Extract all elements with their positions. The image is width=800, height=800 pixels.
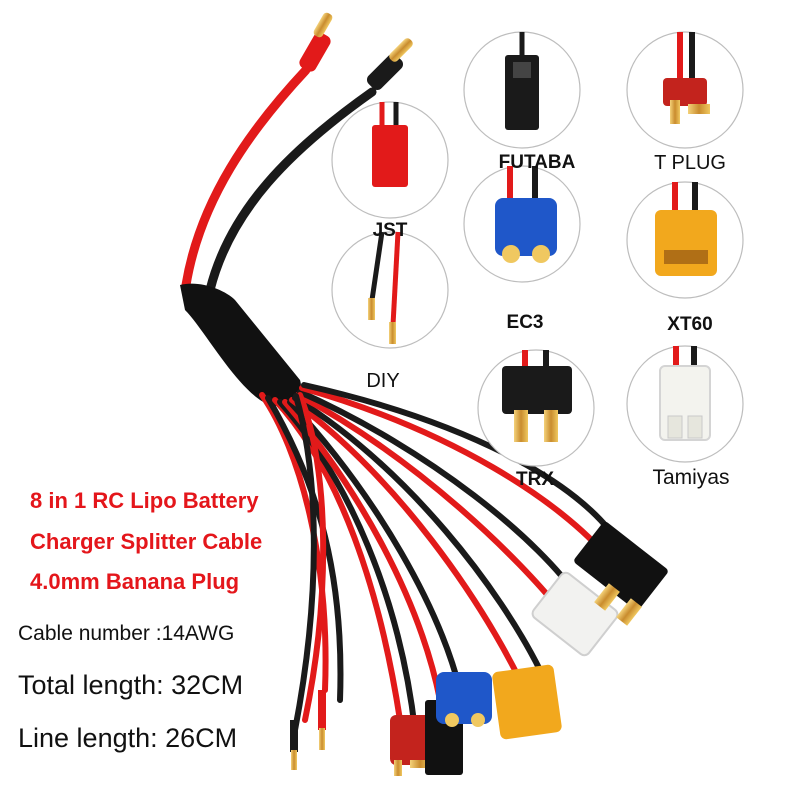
callout-diy xyxy=(331,231,449,349)
fanout-wires xyxy=(259,382,623,733)
banana-plug-black xyxy=(366,38,413,91)
xt60-connector xyxy=(492,664,562,740)
callout-tplug xyxy=(626,31,744,149)
diy-pins xyxy=(290,690,326,770)
callout-jst xyxy=(331,101,449,219)
label-t-plug: T PLUG xyxy=(654,152,726,174)
ec3-connector xyxy=(436,672,492,727)
label-diy: DIY xyxy=(366,370,400,392)
label-futaba: FUTABA xyxy=(498,152,576,173)
trx-connector xyxy=(574,521,668,626)
callout-xt60 xyxy=(626,181,744,299)
main-black-wire xyxy=(205,87,377,295)
tamiya-connector xyxy=(531,571,619,657)
title-line-2: Charger Splitter Cable xyxy=(30,529,263,554)
label-ec3: EC3 xyxy=(506,312,544,333)
spec-cable-number: Cable number :14AWG xyxy=(18,622,235,645)
callout-trx xyxy=(477,349,595,467)
label-trx: TRX xyxy=(516,469,554,490)
spec-line-length: Line length: 26CM xyxy=(18,723,238,753)
label-xt60: XT60 xyxy=(667,314,713,335)
junction-sleeve xyxy=(180,283,301,406)
callout-tamiya xyxy=(626,345,744,463)
label-jst: JST xyxy=(372,220,408,241)
spec-total-length: Total length: 32CM xyxy=(18,670,244,700)
main-red-wire xyxy=(181,65,311,290)
callout-futaba xyxy=(463,31,581,149)
title-line-3: 4.0mm Banana Plug xyxy=(30,569,240,594)
title-line-1: 8 in 1 RC Lipo Battery xyxy=(30,488,259,513)
t-plug-connector xyxy=(390,715,434,776)
callout-ec3 xyxy=(463,165,581,283)
label-tamiyas: Tamiyas xyxy=(652,466,730,489)
banana-plug-red xyxy=(299,12,333,72)
